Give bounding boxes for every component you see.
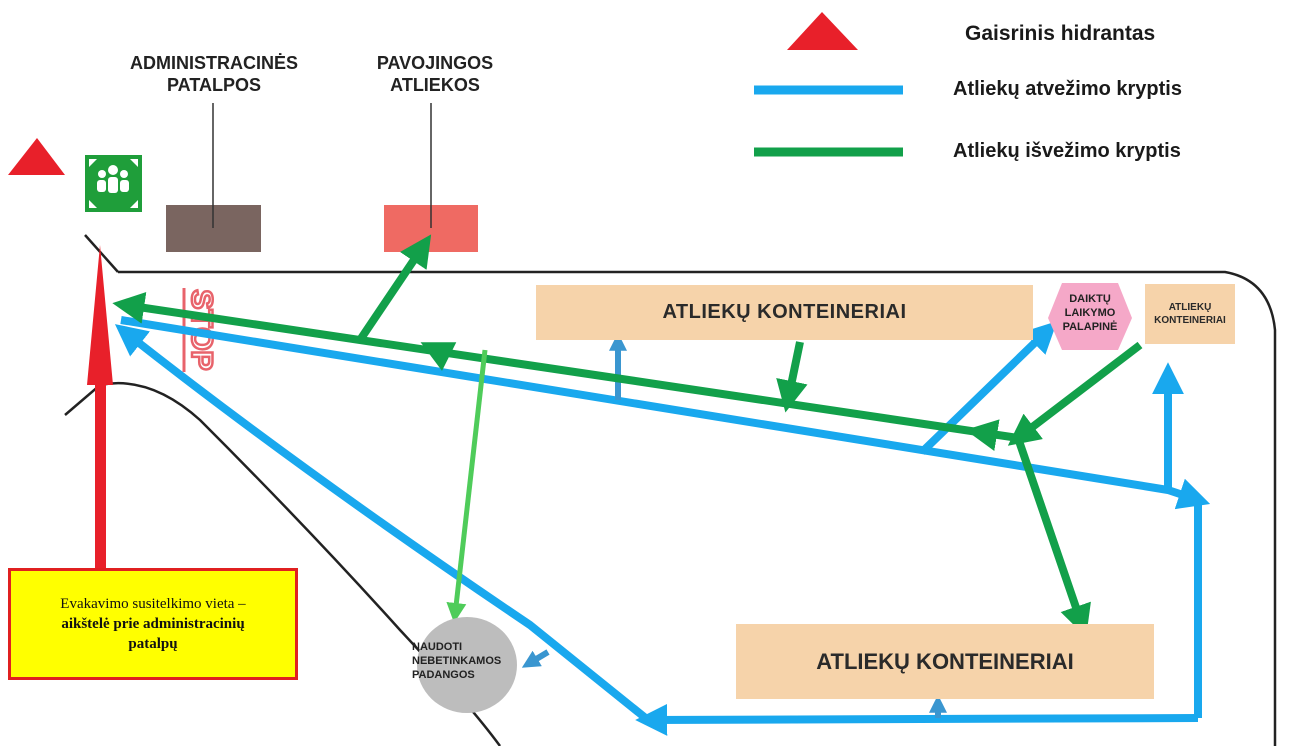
legend-hydrant-label: Gaisrinis hidrantas [965,22,1156,45]
hazard-label-line2: ATLIEKOS [390,75,480,95]
admin-label-line2: PATALPOS [167,75,261,95]
containers-top-box: ATLIEKŲ KONTEINERIAI [536,285,1033,340]
small-box-line2: KONTEINERIAI [1154,315,1226,326]
admin-label-line1: ADMINISTRACINĖS [129,53,298,73]
tires-label-line3: PADANGOS [412,669,475,681]
legend-outbound-label: Atliekų išvežimo kryptis [953,140,1181,162]
storage-tent [1048,283,1132,350]
storage-tent-label: DAIKTŲ LAIKYMO PALAPINĖ [1050,292,1130,334]
tires-area [417,617,517,713]
admin-building-label: ADMINISTRACINĖS PATALPOS [100,52,328,96]
road-edge-line [84,234,119,273]
inbound-routes [114,316,1211,736]
hazard-building-label: PAVOJINGOS ATLIEKOS [345,52,525,96]
tent-label-line3: PALAPINĖ [1062,321,1118,333]
evacuation-arrow [87,245,113,568]
containers-bottom-box: ATLIEKŲ KONTEINERIAI [736,624,1154,699]
tires-label: NAUDOTI NEBETINKAMOS PADANGOS [412,640,522,682]
tires-label-line2: NEBETINKAMOS [412,655,502,667]
inbound-tires-arrow [521,649,550,668]
legend-hydrant-icon [787,12,858,50]
outbound-tires-route [446,349,488,623]
evacuation-point-box: Evakavimo susitelkimo vieta – aikštelė p… [8,568,298,680]
tent-label-line2: LAIKYMO [1064,307,1116,319]
assembly-point-icon [85,155,142,212]
fire-hydrant-icon [8,138,65,175]
small-box-line1: ATLIEKŲ [1168,302,1212,313]
legend-inbound-label: Atliekų atvežimo kryptis [953,78,1182,100]
tires-label-line1: NAUDOTI [412,641,463,653]
evac-line2: aikštelė prie administracinių [61,616,245,632]
evac-line1: Evakavimo susitelkimo vieta – [60,596,246,612]
hazard-label-line1: PAVOJINGOS [376,53,494,73]
evac-line3: patalpų [128,636,178,652]
containers-small-box: ATLIEKŲ KONTEINERIAI [1145,284,1235,344]
outbound-routes [112,234,1143,638]
tent-label-line1: DAIKTŲ [1069,293,1111,305]
site-boundary-line [118,270,1277,746]
